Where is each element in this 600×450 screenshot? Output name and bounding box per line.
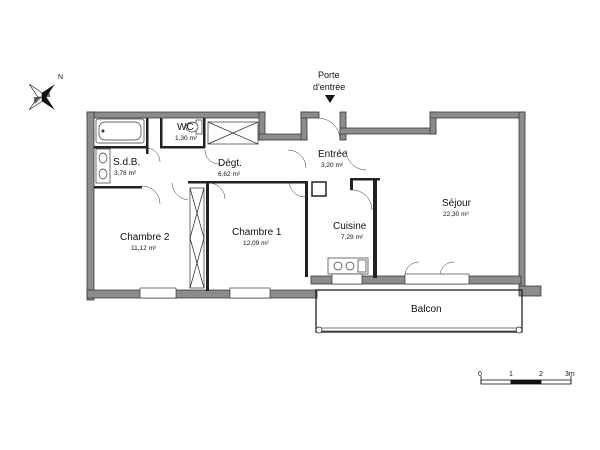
compass-icon xyxy=(29,84,55,110)
window-marks xyxy=(139,261,470,299)
room-area-entree: 3,20 m² xyxy=(321,162,344,169)
room-area-chambre1: 12,09 m² xyxy=(243,240,269,247)
room-area-cuisine: 7,29 m² xyxy=(341,234,364,241)
entrance-arrow-icon xyxy=(325,95,335,103)
entrance-label-line1: Porte xyxy=(318,70,340,80)
bathtub-icon xyxy=(95,118,145,144)
room-area-chambre2: 11,12 m² xyxy=(131,245,157,252)
wardrobe-icon xyxy=(189,187,205,289)
compass-north-label: N xyxy=(58,74,63,81)
kitchen-counter-icon xyxy=(327,257,369,275)
room-name-sdb: S.d.B. xyxy=(113,157,140,168)
entrance-label-line2: d'entrée xyxy=(313,82,345,92)
sink-icon xyxy=(95,148,111,184)
closet-icon xyxy=(207,121,259,145)
room-name-balcon: Balcon xyxy=(411,304,442,315)
room-area-degt: 6,62 m² xyxy=(218,171,241,178)
scale-label-1: 1 xyxy=(509,371,513,378)
room-name-chambre1: Chambre 1 xyxy=(232,227,282,238)
room-area-sdb: 3,78 m² xyxy=(114,170,137,177)
room-name-degt: Dégt. xyxy=(218,158,242,169)
room-area-sejour: 22,30 m² xyxy=(443,211,469,218)
room-area-wc: 1,30 m² xyxy=(175,135,198,142)
room-name-wc: WC xyxy=(177,122,194,133)
scale-label-3: 3m xyxy=(565,371,575,378)
toilet-icon xyxy=(185,119,203,135)
room-name-chambre2: Chambre 2 xyxy=(120,232,170,243)
room-name-cuisine: Cuisine xyxy=(333,221,367,232)
scale-bar: 0 1 2 3m xyxy=(478,371,575,385)
room-name-sejour: Séjour xyxy=(442,198,472,209)
scale-label-0: 0 xyxy=(478,371,482,378)
scale-label-2: 2 xyxy=(539,371,543,378)
room-name-entree: Entrée xyxy=(318,149,348,160)
